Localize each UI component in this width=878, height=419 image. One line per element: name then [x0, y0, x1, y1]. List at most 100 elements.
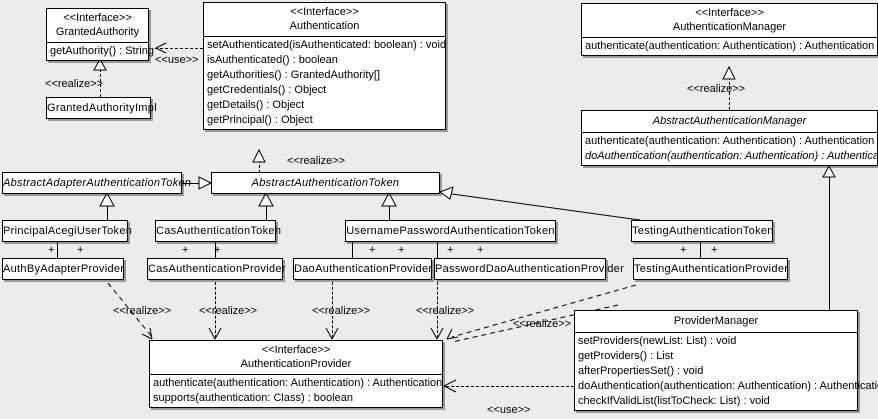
member: afterPropertiesSet() : void [578, 365, 704, 377]
class-cas-authentication-token[interactable]: CasAuthenticationToken [155, 220, 281, 242]
label-realize-provider-1: <<realize>> [113, 305, 172, 317]
class-name: PrincipalAcegiUserToken [3, 225, 133, 237]
association-marker: + [680, 244, 687, 256]
class-granted-authority-impl[interactable]: GrantedAuthorityImpl [46, 97, 157, 119]
class-username-password-authentication-token[interactable]: UsernamePasswordAuthenticationToken [345, 220, 556, 242]
class-abstract-adapter-authentication-token[interactable]: AbstractAdapterAuthenticationToken [2, 172, 191, 194]
member: isAuthenticated() : boolean [207, 54, 338, 66]
class-authentication[interactable]: <<Interface>> Authentication setAuthenti… [203, 2, 446, 130]
class-name: AuthByAdapterProvider [3, 263, 125, 275]
class-header: ProviderManager [575, 311, 857, 332]
member: getProviders() : List [578, 350, 674, 362]
association-line-principal-authbyadapter [57, 242, 58, 258]
class-principal-acegi-user-token[interactable]: PrincipalAcegiUserToken [2, 220, 132, 242]
class-name: AuthenticationProvider [240, 358, 352, 370]
association-marker: + [77, 244, 84, 256]
class-members: getAuthority() : String [47, 42, 154, 60]
member: setAuthenticated(isAuthenticated: boolea… [207, 39, 447, 51]
member: getDetails() : Object [207, 99, 305, 111]
realize-line-abstractauthenticationmanager [729, 67, 730, 110]
class-dao-authentication-provider[interactable]: DaoAuthenticationProvider [293, 258, 432, 280]
association-line-cas-casprovider [215, 242, 216, 258]
class-cas-authentication-provider[interactable]: CasAuthenticationProvider [147, 258, 286, 280]
member: checkIfValidList(listToCheck: List) : vo… [578, 395, 770, 407]
generalization-line-usernamepasswordtoken [389, 195, 390, 220]
member: authenticate(authentication: Authenticat… [585, 40, 875, 52]
association-marker: + [48, 244, 55, 256]
association-marker: + [447, 244, 454, 256]
class-testing-authentication-provider[interactable]: TestingAuthenticationProvider [633, 258, 788, 280]
class-name: GrantedAuthorityImpl [47, 102, 157, 114]
association-marker: + [369, 244, 376, 256]
class-authentication-provider[interactable]: <<Interface>> AuthenticationProvider aut… [149, 340, 443, 408]
class-name: DaoAuthenticationProvider [294, 263, 433, 275]
class-name: AbstractAuthenticationManager [652, 115, 807, 127]
class-name: AuthenticationManager [672, 21, 787, 33]
realize-line-passworddaoprovider [437, 282, 438, 338]
association-marker: + [214, 244, 221, 256]
member: getCredentials() : Object [207, 84, 327, 96]
class-name: GrantedAuthority [55, 26, 140, 38]
member: getAuthorities() : GrantedAuthority[] [207, 69, 381, 81]
label-realize-provider-3: <<realize>> [312, 305, 371, 317]
label-realize-provider-4: <<realize>> [416, 305, 475, 317]
member: authenticate(authentication: Authenticat… [153, 377, 443, 389]
label-realize-provider-2: <<realize>> [199, 305, 258, 317]
class-authentication-manager[interactable]: <<Interface>> AuthenticationManager auth… [581, 3, 878, 56]
member: doAuthentication(authentication: Authent… [578, 380, 878, 392]
class-abstract-authentication-manager[interactable]: AbstractAuthenticationManager authentica… [581, 110, 878, 166]
member: getPrincipal() : Object [207, 114, 313, 126]
realize-line-daoprovider [332, 282, 333, 338]
class-members: authenticate(authentication: Authenticat… [150, 374, 442, 407]
class-members: setProviders(newList: List) : void getPr… [575, 332, 878, 410]
class-granted-authority[interactable]: <<Interface>> GrantedAuthority getAuthor… [46, 8, 154, 61]
association-line-testing-testingprovider [700, 242, 701, 258]
generalization-line-casauthenticationtoken [266, 195, 267, 220]
use-line-authentication-grantedauthority [155, 48, 203, 49]
association-marker: + [182, 244, 189, 256]
realize-line-abstractauthenticationtoken [259, 150, 260, 173]
association-marker: + [711, 244, 718, 256]
realize-line-casprovider [215, 282, 216, 338]
label-use-provider-manager: <<use>> [487, 404, 531, 416]
class-testing-authentication-token[interactable]: TestingAuthenticationToken [631, 220, 773, 242]
class-name: ProviderManager [673, 315, 759, 327]
member: authenticate(authentication: Authenticat… [585, 135, 875, 147]
class-header: <<Interface>> Authentication [204, 3, 445, 36]
stereotype-label: <<Interface>> [290, 6, 359, 18]
label-use-granted-authority: <<use>> [155, 54, 199, 66]
class-name: UsernamePasswordAuthenticationToken [346, 225, 555, 237]
member: getAuthority() : String [50, 45, 154, 57]
class-name: CasAuthenticationProvider [148, 263, 286, 275]
association-marker: + [398, 244, 405, 256]
use-line-providermanager-authenticationprovider [446, 386, 619, 387]
label-realize-provider-5: <<realize>> [513, 318, 572, 330]
class-name: TestingAuthenticationProvider [634, 263, 789, 275]
class-members: authenticate(authentication: Authenticat… [582, 132, 878, 165]
class-name: AbstractAuthenticationToken [251, 177, 400, 189]
member: doAuthentication(authentication: Authent… [585, 150, 878, 162]
class-name: TestingAuthenticationToken [632, 225, 774, 237]
generalization-line-providermanager [829, 175, 830, 310]
class-header: <<Interface>> GrantedAuthority [47, 9, 148, 42]
class-name: PasswordDaoAuthenticationProvider [435, 263, 625, 275]
class-members: authenticate(authentication: Authenticat… [582, 37, 877, 55]
label-realize-granted-authority: <<realize>> [45, 78, 104, 90]
class-name: Authentication [289, 20, 360, 32]
class-auth-by-adapter-provider[interactable]: AuthByAdapterProvider [2, 258, 124, 280]
class-provider-manager[interactable]: ProviderManager setProviders(newList: Li… [574, 310, 878, 411]
realize-line-grantedauthorityimpl [100, 69, 101, 97]
label-realize-authentication-manager: <<realize>> [687, 83, 746, 95]
stereotype-label: <<Interface>> [63, 12, 132, 24]
stereotype-label: <<Interface>> [695, 7, 764, 19]
generalization-line-adapter-token [182, 183, 211, 184]
class-name: CasAuthenticationToken [156, 225, 282, 237]
class-header: <<Interface>> AuthenticationProvider [150, 341, 442, 374]
class-name: AbstractAdapterAuthenticationToken [3, 177, 192, 189]
class-abstract-authentication-token[interactable]: AbstractAuthenticationToken [211, 172, 440, 194]
association-line-username-passworddaoprovider [437, 242, 438, 258]
class-header: AbstractAuthenticationManager [582, 111, 877, 132]
class-password-dao-authentication-provider[interactable]: PasswordDaoAuthenticationProvider [434, 258, 624, 280]
member: setProviders(newList: List) : void [578, 335, 737, 347]
